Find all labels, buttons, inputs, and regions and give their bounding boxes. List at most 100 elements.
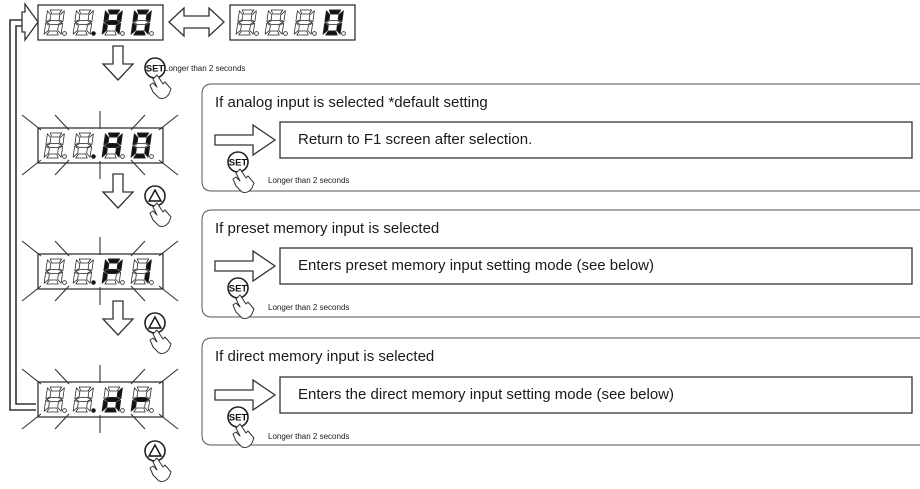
segment [86,145,93,158]
segment [115,22,122,35]
display-digit [43,258,67,285]
segment [250,10,257,23]
segment [75,407,88,413]
display-digit [101,132,125,159]
blink-ray [21,114,42,131]
segment [104,153,117,159]
decimal-point [91,31,96,36]
up-triangle-glyph [147,188,163,202]
segment [133,279,146,285]
blink-ray [21,159,42,176]
panel-title-analog: If analog input is selected *default set… [215,94,488,111]
segment [235,22,242,35]
set-button-label: SET [229,413,248,424]
segment [307,22,314,35]
segment [132,133,139,146]
segment [279,10,286,23]
blink-ray [130,114,146,131]
decimal-point [149,280,154,285]
segment [45,259,52,272]
segment [43,271,50,284]
segment [104,269,121,274]
set-button-label: SET [146,64,165,75]
decimal-point [91,154,96,159]
segment [46,397,63,402]
blink-ray [158,285,179,302]
decimal-point [341,31,346,36]
segment [133,407,146,413]
action-box-analog [279,121,913,159]
segment [144,145,151,158]
up-triangle-glyph [147,443,163,457]
display-digit [130,132,154,159]
display-digit [72,386,96,413]
segment [238,20,255,25]
segment [103,387,110,400]
set-button-icon: SET [144,57,166,79]
decimal-point [91,280,96,285]
segment [86,271,93,284]
segment [75,153,88,159]
segment [45,133,52,146]
segment [116,10,123,23]
segment [101,22,108,35]
segment [72,399,79,412]
segment [116,259,123,272]
segment [116,133,123,146]
up-triangle-button-icon [144,312,166,334]
blink-ray [54,114,70,131]
hold-note-preset: Longer than 2 seconds [268,303,350,312]
segment [103,133,110,146]
segment [115,399,122,412]
display-digit [43,9,67,36]
segment [104,279,117,285]
down-outline-arrow-icon [101,173,135,209]
decimal-point [254,31,259,36]
segment [299,9,313,15]
decimal-point [312,31,317,36]
display-digit [72,132,96,159]
segment [293,22,300,35]
blink-ray [158,114,179,131]
blink-ray [158,240,179,257]
pressing-hand-icon [232,423,255,448]
return-arrowhead-icon [21,1,39,43]
pressing-hand-icon [149,202,172,227]
segment [145,133,152,146]
segment [57,399,64,412]
segment [107,9,121,15]
segment [132,259,139,272]
segment [133,153,146,159]
display-digit [293,9,317,36]
blink-ray [21,285,42,302]
display-digit [264,9,288,36]
blink-rays-analog [21,111,179,179]
right-outline-arrow-icon [214,249,277,283]
segment [325,20,342,25]
left-right-outline-arrow-icon [168,6,225,38]
segment [78,386,92,392]
hold-note-direct: Longer than 2 seconds [268,432,350,441]
segment [145,10,152,23]
up-triangle-glyph [147,315,163,329]
segment [238,30,251,36]
segment [130,22,137,35]
segment [107,132,121,138]
segment [49,9,63,15]
segment [322,22,329,35]
segment [296,30,309,36]
set-button-label: SET [229,158,248,169]
panel-title-preset: If preset memory input is selected [215,220,440,237]
segment [308,10,315,23]
segment [103,10,110,23]
segment [296,20,313,25]
segment [45,387,52,400]
decimal-point [149,408,154,413]
segment [87,387,94,400]
down-outline-arrow-icon [101,45,135,81]
segment [46,269,63,274]
segment [78,258,92,264]
pressing-hand-icon [149,457,172,482]
display-digit [43,386,67,413]
